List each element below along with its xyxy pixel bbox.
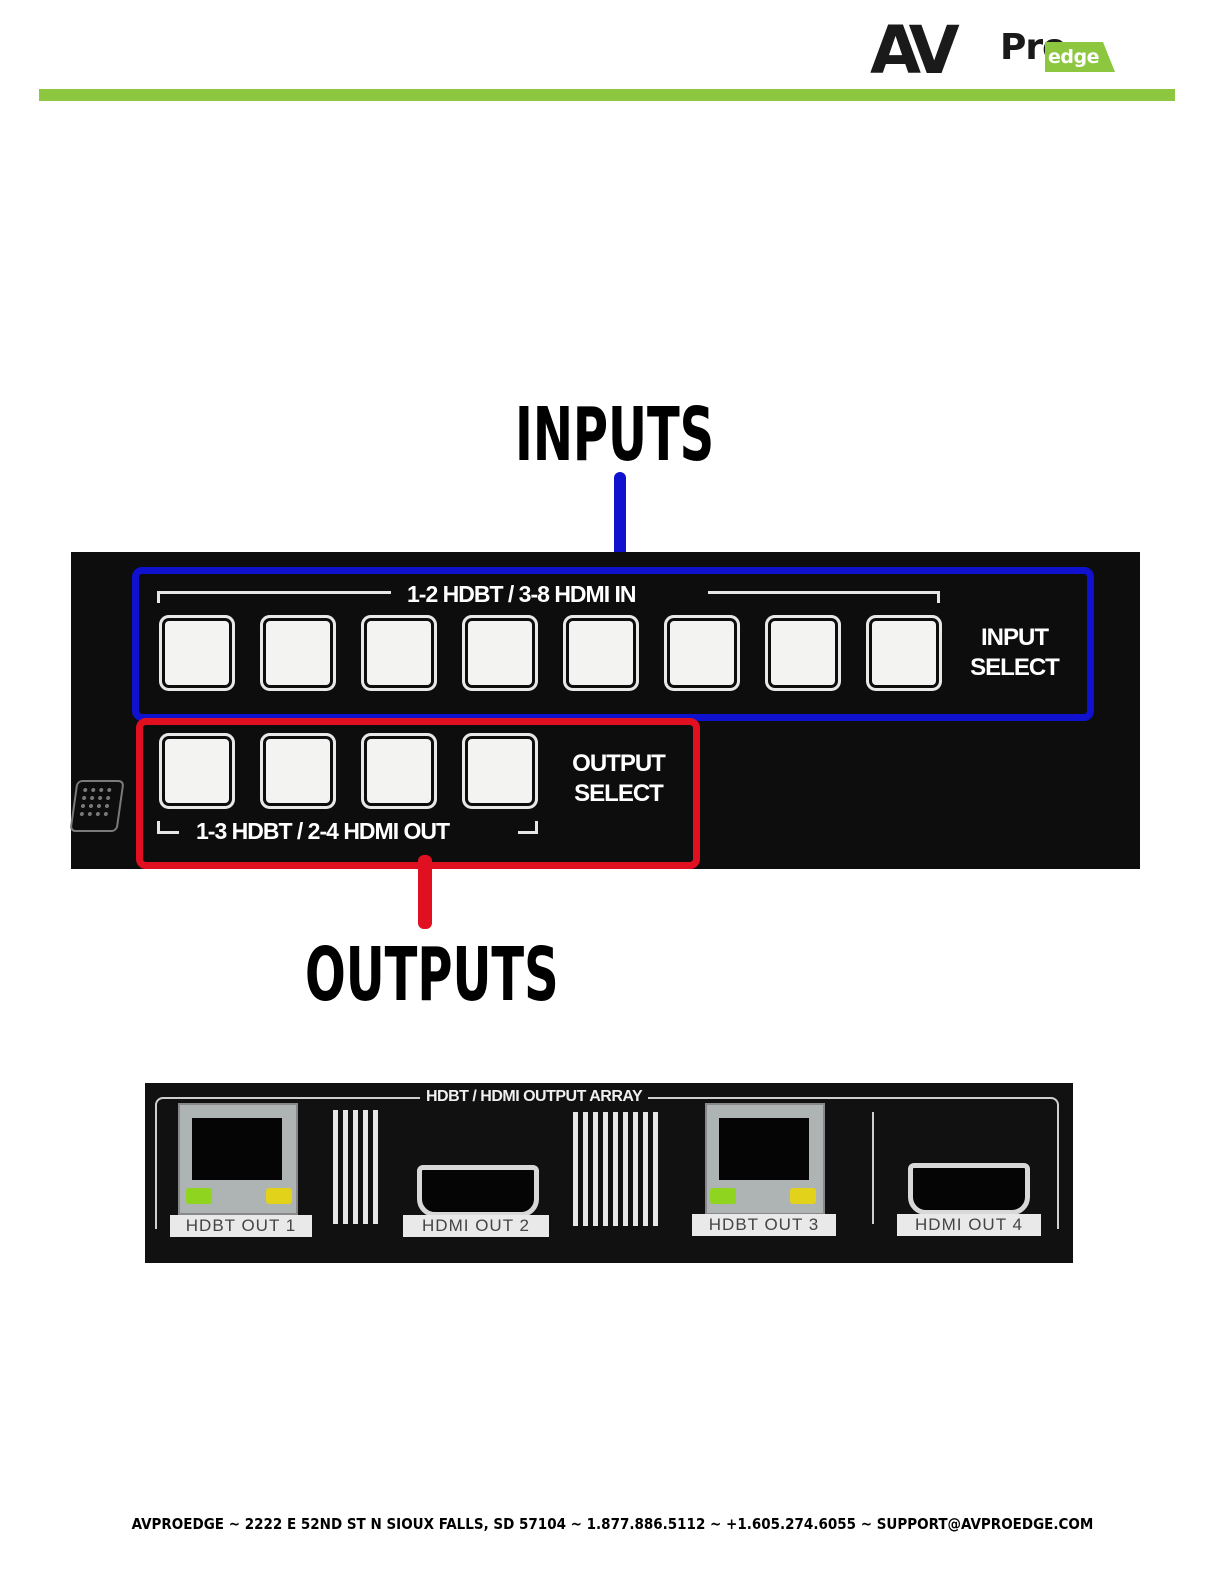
port-label-2: HDMI OUT 2 bbox=[403, 1215, 549, 1237]
inputs-heading: INPUTS bbox=[515, 395, 714, 475]
rj45-port-3-socket bbox=[719, 1118, 809, 1180]
port-label-3: HDBT OUT 3 bbox=[692, 1214, 836, 1236]
footer-contact: AVPROEDGE ~ 2222 E 52ND ST N SIOUX FALLS… bbox=[0, 1515, 1225, 1533]
rear-panel-title: HDBT / HDMI OUTPUT ARRAY bbox=[420, 1088, 648, 1106]
hdmi-port-4-icon bbox=[908, 1163, 1030, 1215]
rj45-port-3-led-yellow bbox=[790, 1188, 816, 1204]
rj45-port-1-led-yellow bbox=[266, 1188, 292, 1204]
outputs-heading: OUTPUTS bbox=[305, 935, 559, 1015]
hdmi-port-2-icon bbox=[417, 1165, 539, 1217]
logo-edge-text: edge bbox=[1048, 46, 1099, 68]
rj45-port-1-led-green bbox=[186, 1188, 212, 1204]
dsub-connector-icon bbox=[69, 780, 124, 832]
port-label-1: HDBT OUT 1 bbox=[170, 1215, 312, 1237]
rj45-port-3-led-green bbox=[710, 1188, 736, 1204]
port-label-4: HDMI OUT 4 bbox=[897, 1214, 1041, 1236]
avproedge-logo: AV Pro edge bbox=[870, 12, 1120, 90]
rear-divider bbox=[872, 1112, 874, 1224]
header-divider bbox=[39, 89, 1175, 101]
rear-stripes-2 bbox=[573, 1112, 665, 1226]
outputs-highlight-frame bbox=[136, 718, 700, 869]
rear-stripes-1 bbox=[333, 1110, 379, 1224]
rj45-port-1-socket bbox=[192, 1118, 282, 1180]
inputs-highlight-frame bbox=[132, 567, 1094, 721]
outputs-callout-line bbox=[418, 855, 432, 929]
logo-av-text: AV bbox=[870, 12, 952, 90]
